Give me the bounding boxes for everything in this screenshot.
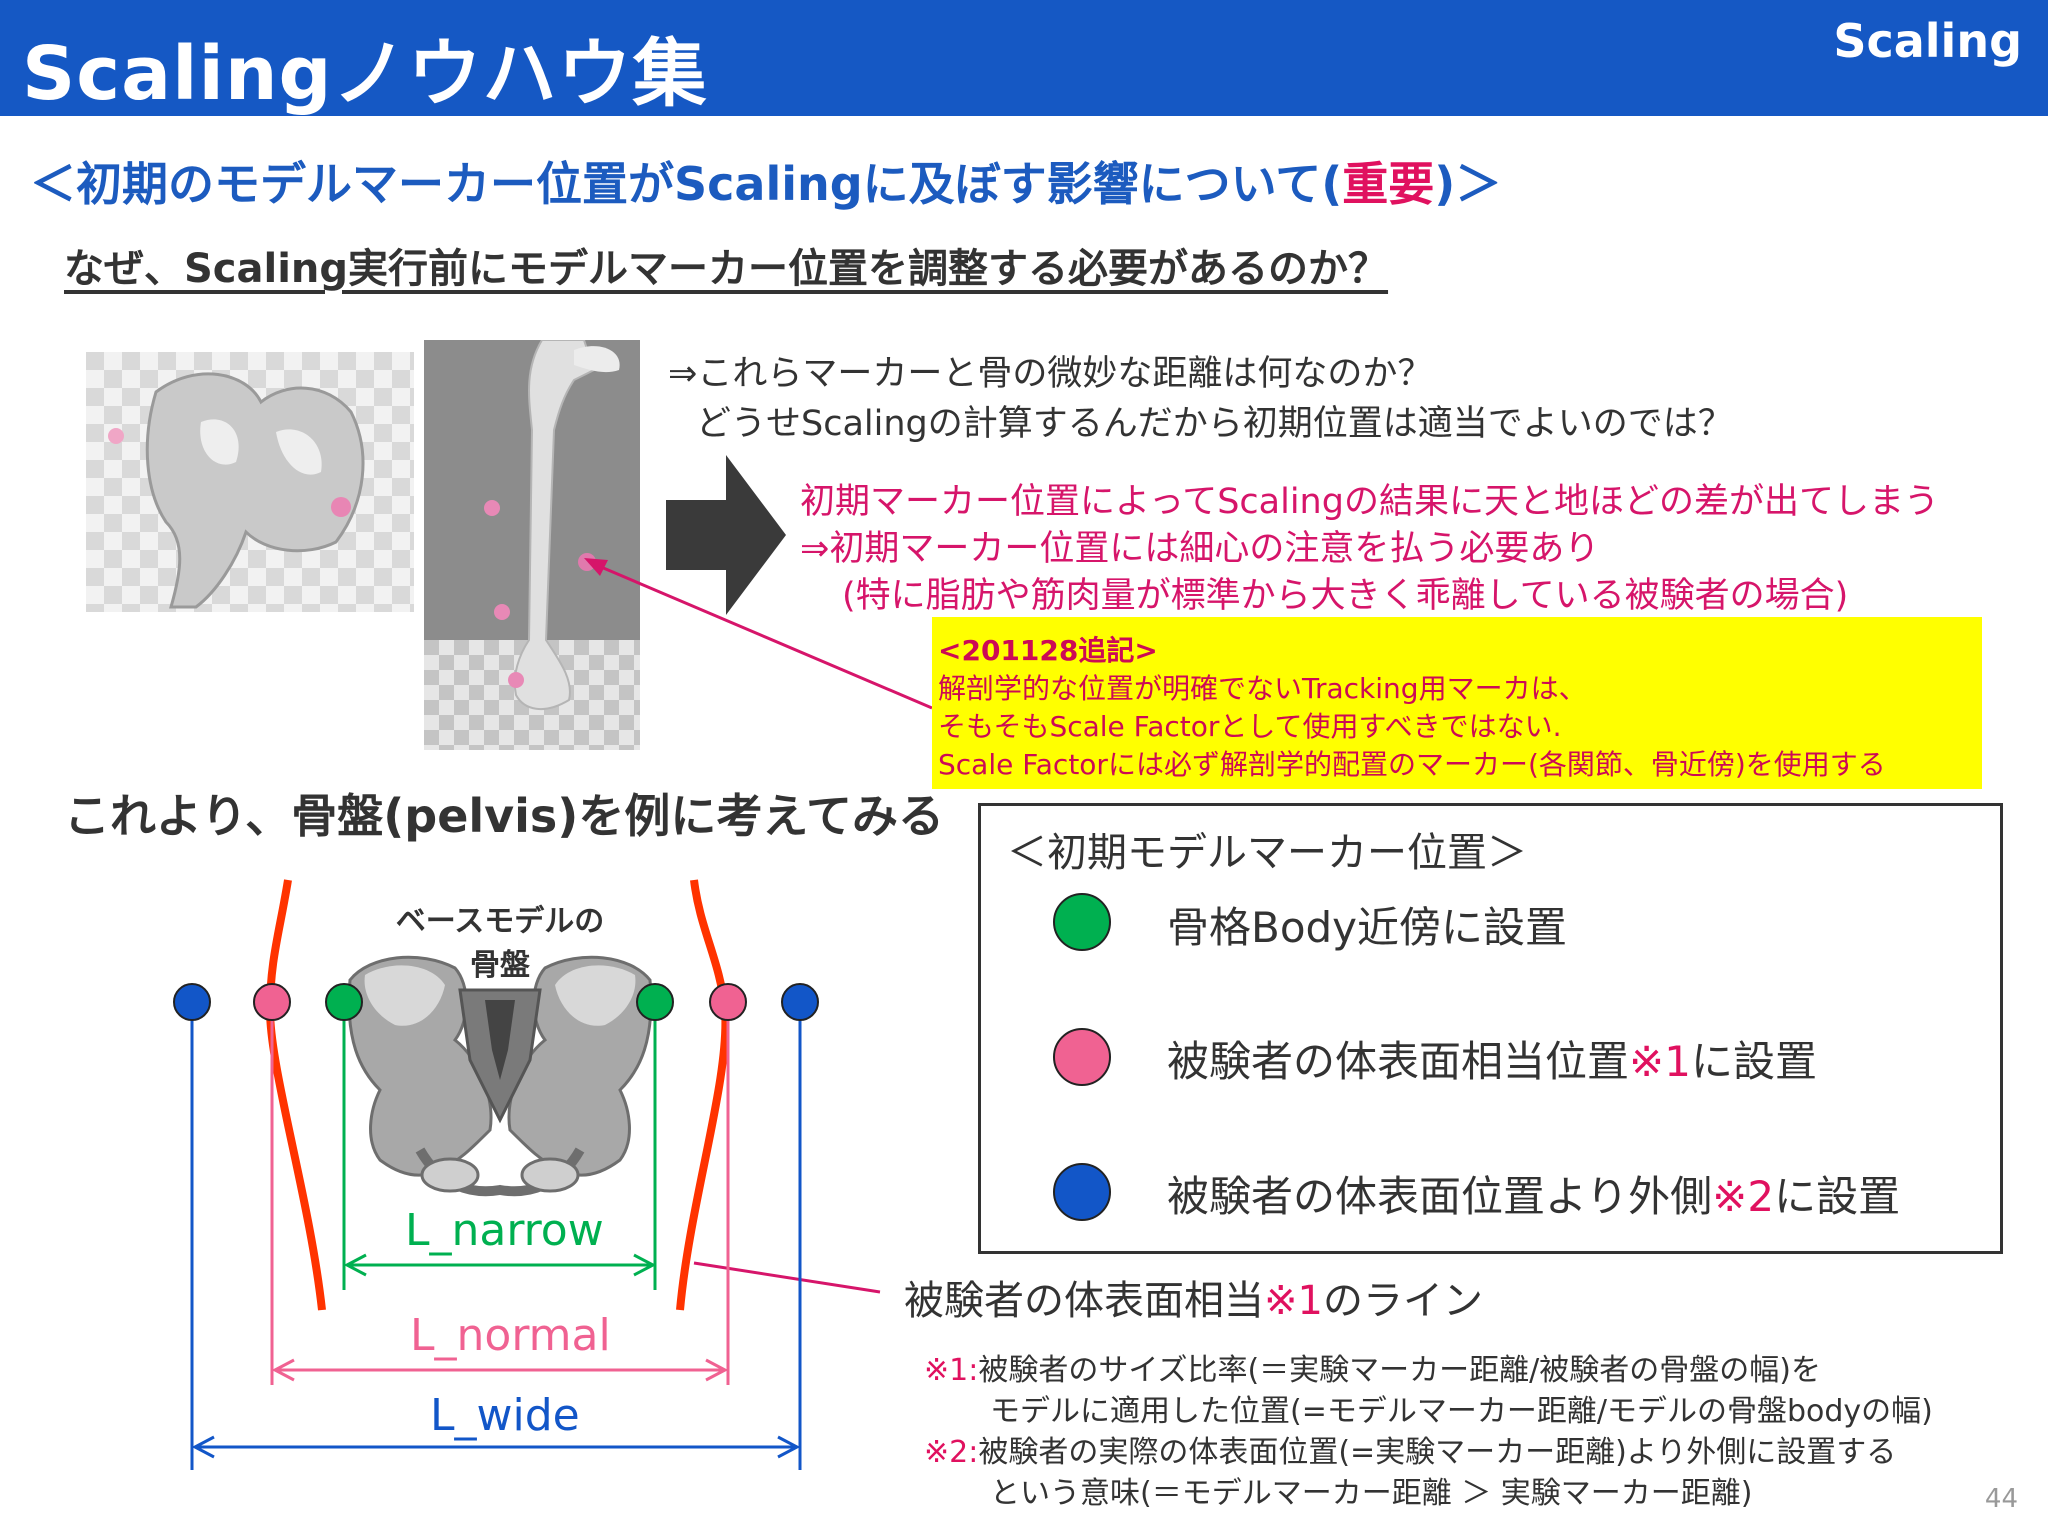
note-line-3: Scale Factorには必ず解剖学的配置のマーカー(各関節、骨近傍)を使用す… [938,748,1886,781]
marker-green-left [325,983,363,1021]
legend-item-3-ref: ※2 [1712,1172,1775,1221]
footnote-1-line-1: ※1:被験者のサイズ比率(＝実験マーカー距離/被験者の骨盤の幅)を [924,1345,1821,1389]
l-normal-label: L_normal [410,1310,611,1361]
femur-render-image [424,340,640,750]
surface-line-leader [693,1261,881,1294]
legend-item-outside: 被験者の体表面位置より外側※2に設置 [1167,1163,1900,1224]
surface-line-right [676,879,730,1311]
marker-blue-left [173,983,211,1021]
subtitle-prefix: ＜初期のモデルマーカー位置がScalingに及ぼす影響について( [30,157,1343,211]
addendum-note: <201128追記> 解剖学的な位置が明確でないTracking用マーカは、 そ… [932,617,1982,789]
l-wide-arrow [191,1435,801,1459]
surface-caption-suffix: のライン [1322,1278,1483,1324]
l-wide-label: L_wide [430,1390,580,1441]
legend-item-1-text: 骨格Body近傍に設置 [1167,903,1568,952]
legend-item-3-text: 被験者の体表面位置より外側 [1167,1172,1713,1221]
section-tag: Scaling [1833,14,2022,68]
intro-line-2: どうせScalingの計算するんだから初期位置は適当でよいのでは？ [696,404,1733,444]
base-model-label-line-2: 骨盤 [470,948,530,983]
marker-blue-right [781,983,819,1021]
footnote-2-ref: ※2: [924,1435,979,1470]
section-subtitle: ＜初期のモデルマーカー位置がScalingに及ぼす影響について(重要)＞ [30,148,1501,214]
legend-dot-blue [1053,1163,1111,1221]
subtitle-suffix: )＞ [1434,157,1502,211]
legend-item-surface: 被験者の体表面相当位置※1に設置 [1167,1028,1817,1089]
l-normal-arrow [271,1358,729,1382]
intro-line-1: ⇒これらマーカーと骨の微妙な距離は何なのか？ [668,354,1433,394]
note-heading: <201128追記> [938,634,1158,667]
pointer-arrow [584,558,933,710]
legend-item-near-body: 骨格Body近傍に設置 [1167,894,1567,955]
subtitle-important: 重要 [1342,157,1435,211]
legend-dot-green [1053,893,1111,951]
header-bar [0,0,2048,116]
answer-line-2: ⇒初期マーカー位置には細心の注意を払う必要あり [800,529,1600,569]
footnote-2-line-2: という意味(＝モデルマーカー距離 ＞ 実験マーカー距離) [990,1476,1753,1511]
legend-item-2-text: 被験者の体表面相当位置 [1167,1037,1630,1086]
slide-title: Scalingノウハウ集 [22,31,708,117]
footnote-1-text-1: 被験者のサイズ比率(＝実験マーカー距離/被験者の骨盤の幅)を [978,1353,1821,1388]
legend-dot-pink [1053,1028,1111,1086]
answer-line-1: 初期マーカー位置によってScalingの結果に天と地ほどの差が出てしまう [800,482,1939,522]
pelvis-render-image [86,352,414,612]
marker-pink-right [709,983,747,1021]
pelvis-example-heading: これより、骨盤(pelvis)を例に考えてみる [64,789,945,843]
page-number: 44 [1984,1484,2018,1514]
base-pelvis-bone [347,955,653,1197]
surface-line-left [265,879,326,1311]
question-heading: なぜ、Scaling実行前にモデルマーカー位置を調整する必要があるのか？ [64,246,1389,292]
footnote-1-ref: ※1: [924,1353,979,1388]
right-arrow-icon [666,455,786,615]
footnote-2-line-1: ※2:被験者の実際の体表面位置(=実験マーカー距離)より外側に設置する [924,1427,1896,1471]
note-line-2: そもそもScale Factorとして使用すべきではない. [938,710,1562,743]
footnote-2-text-1: 被験者の実際の体表面位置(=実験マーカー距離)より外側に設置する [978,1435,1897,1470]
base-model-label: ベースモデルの 骨盤 [380,896,620,984]
base-model-label-line-1: ベースモデルの [395,904,605,939]
note-line-1: 解剖学的な位置が明確でないTracking用マーカは、 [938,672,1587,705]
surface-caption-ref: ※1 [1264,1278,1323,1324]
legend-box: ＜初期モデルマーカー位置＞ 骨格Body近傍に設置 被験者の体表面相当位置※1に… [978,803,2003,1254]
footnote-1-line-2: モデルに適用した位置(=モデルマーカー距離/モデルの骨盤bodyの幅) [990,1394,1933,1429]
legend-title: ＜初期モデルマーカー位置＞ [1007,830,1527,876]
legend-item-2-suffix: に設置 [1690,1037,1817,1086]
answer-line-3: (特に脂肪や筋肉量が標準から大きく乖離している被験者の場合) [842,576,1849,616]
marker-green-right [636,983,674,1021]
legend-item-3-suffix: に設置 [1774,1172,1901,1221]
legend-item-2-ref: ※1 [1629,1037,1691,1086]
l-narrow-label: L_narrow [405,1205,604,1256]
l-narrow-arrow [343,1253,657,1277]
surface-caption-prefix: 被験者の体表面相当 [904,1278,1264,1324]
surface-line-caption: 被験者の体表面相当※1のライン [904,1268,1483,1326]
pelvis-marker-diagram [173,879,881,1470]
marker-pink-left [253,983,291,1021]
